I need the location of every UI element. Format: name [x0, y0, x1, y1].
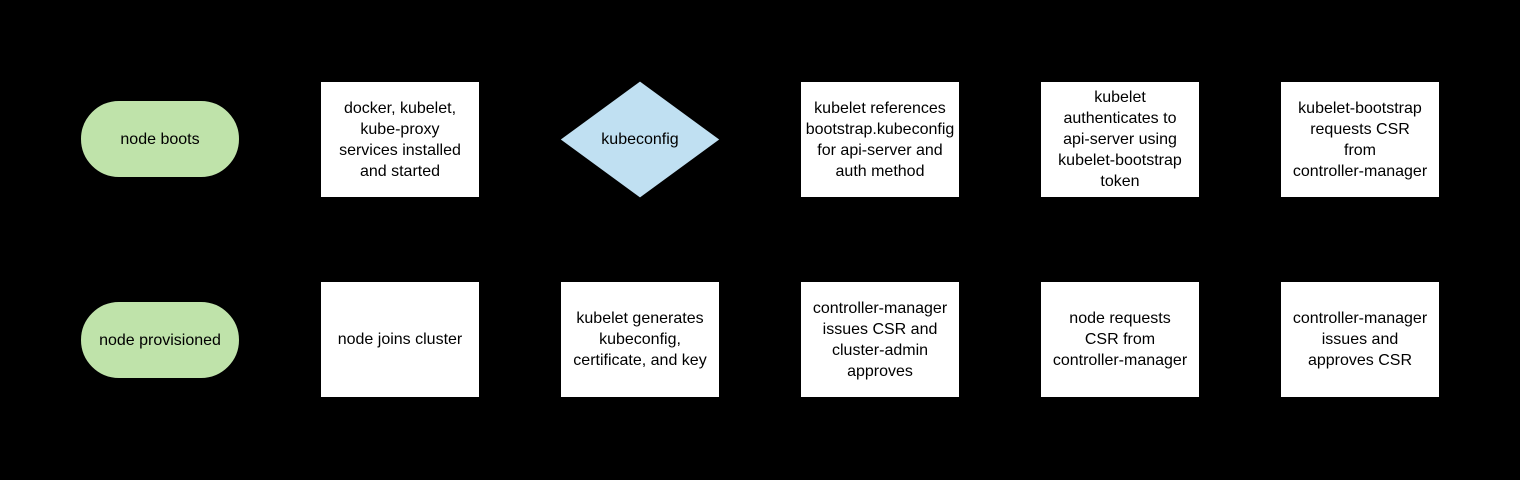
node-label: docker, kubelet, kube-proxy services ins…	[339, 99, 461, 180]
decision-kubeconfig: kubeconfig	[560, 81, 720, 198]
process-bootstrap-requests-csr: kubelet-bootstrap requests CSR from cont…	[1280, 81, 1440, 198]
process-cm-issues-approves-csr: controller-manager issues and approves C…	[1280, 281, 1440, 398]
node-label: kubeconfig	[601, 131, 679, 148]
node-label: kubelet authenticates to api-server usin…	[1058, 89, 1182, 190]
process-node-requests-csr: node requests CSR from controller-manage…	[1040, 281, 1200, 398]
process-kubelet-generates: kubelet generates kubeconfig, certificat…	[560, 281, 720, 398]
process-services-installed: docker, kubelet, kube-proxy services ins…	[320, 81, 480, 198]
node-label: node boots	[120, 130, 200, 148]
diamond-shape	[560, 81, 720, 198]
process-node-joins-cluster: node joins cluster	[320, 281, 480, 398]
process-kubelet-references: kubelet references bootstrap.kubeconfig …	[800, 81, 960, 198]
node-label: kubelet-bootstrap requests CSR from cont…	[1292, 99, 1428, 180]
node-label: node requests CSR from controller-manage…	[1052, 310, 1188, 369]
node-label: node provisioned	[99, 331, 221, 349]
terminator-node-boots: node boots	[80, 100, 240, 178]
node-label: kubelet references bootstrap.kubeconfig …	[805, 99, 955, 180]
process-kubelet-authenticates: kubelet authenticates to api-server usin…	[1040, 81, 1200, 198]
node-label: node joins cluster	[337, 331, 463, 348]
process-cm-issues-csr-admin-approves: controller-manager issues CSR and cluste…	[800, 281, 960, 398]
node-label: kubelet generates kubeconfig, certificat…	[573, 310, 707, 369]
terminator-node-provisioned: node provisioned	[80, 301, 240, 379]
node-label: controller-manager issues CSR and cluste…	[812, 299, 948, 380]
node-label: controller-manager issues and approves C…	[1292, 310, 1428, 369]
